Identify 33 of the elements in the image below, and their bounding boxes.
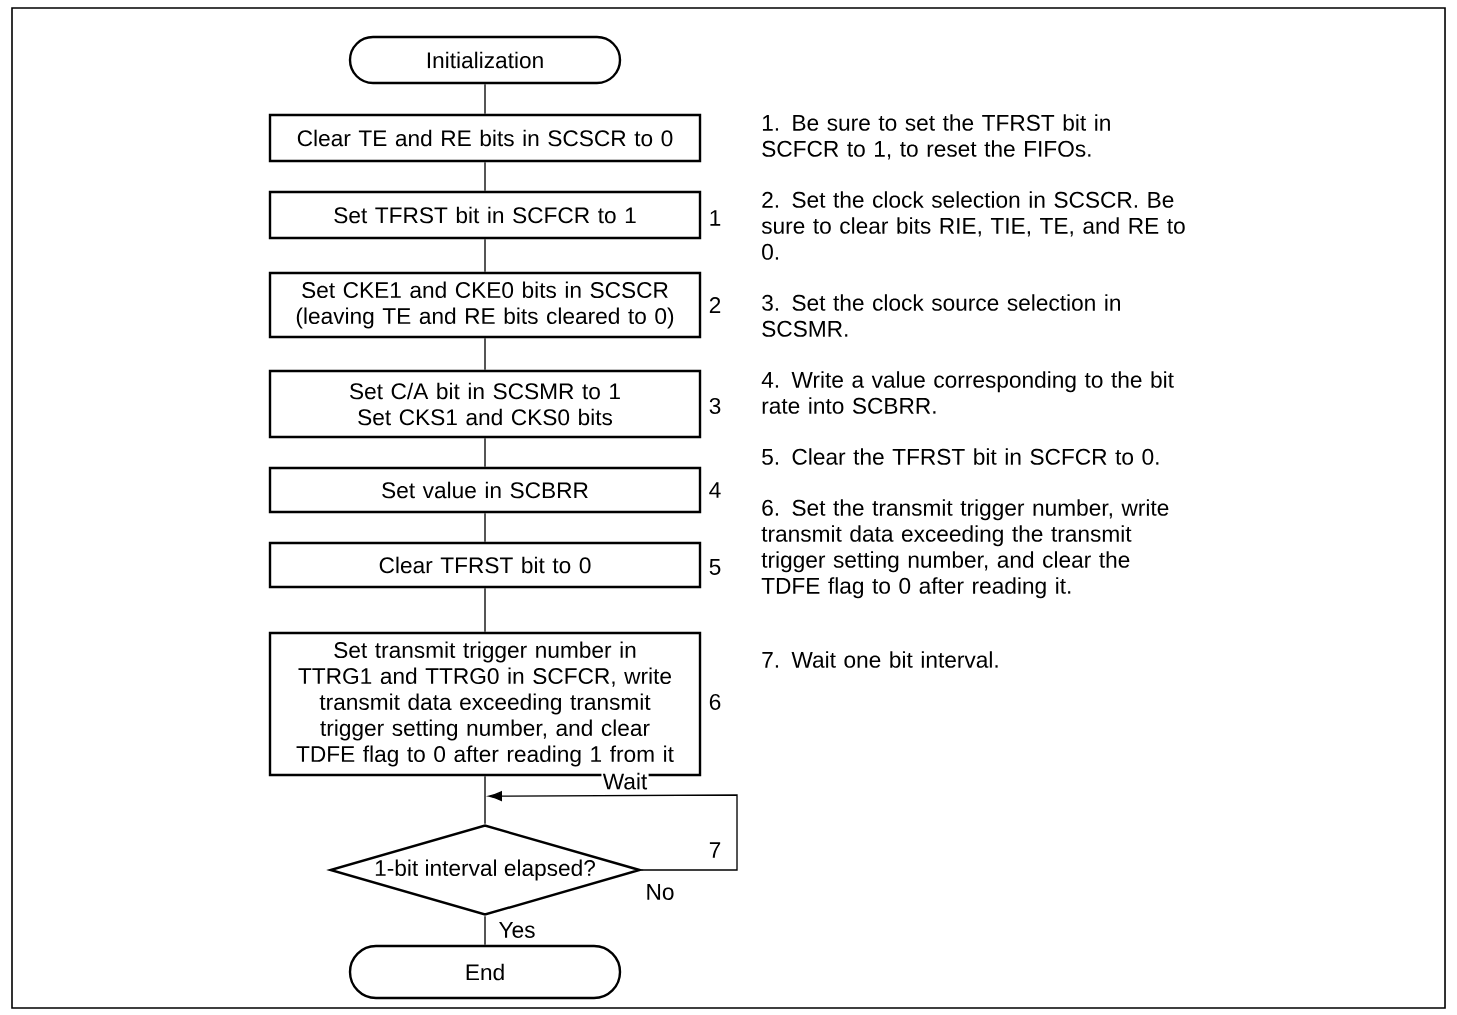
process-box: Set C/A bit in SCSMR to 1 Set CKS1 and CKS0 bits xyxy=(268,369,702,439)
connector xyxy=(484,337,486,371)
connector xyxy=(488,791,738,871)
step-number: 1 xyxy=(710,210,721,226)
step-number: 5 xyxy=(709,559,721,575)
note-text: 4. Write a value corresponding to the bit rate into SCBRR. xyxy=(761,371,1174,414)
note-text: 2. Set the clock selection in SCSCR. Be sure to clear bits RIE, TIE, TE, and RE to 0. xyxy=(761,191,1185,260)
process-box: Clear TE and RE bits in SCSCR to 0 xyxy=(268,113,702,163)
connector xyxy=(484,915,486,946)
connector xyxy=(484,161,486,192)
step-number: 2 xyxy=(709,297,721,313)
note-text: 5. Clear the TFRST bit in SCFCR to 0. xyxy=(762,448,1159,465)
branch-label: No xyxy=(647,884,674,900)
connector xyxy=(484,587,486,633)
connector xyxy=(484,437,486,468)
step-number: 4 xyxy=(709,482,721,498)
connector xyxy=(484,238,486,273)
note-text: 7. Wait one bit interval. xyxy=(762,651,998,668)
process-box: Clear TFRST bit to 0 xyxy=(268,541,702,589)
step-number: 7 xyxy=(709,842,721,858)
connector xyxy=(484,512,486,543)
process-box: Set value in SCBRR xyxy=(268,466,702,514)
step-number: 3 xyxy=(709,398,721,415)
process-box: Set CKE1 and CKE0 bits in SCSCR (leaving TE and RE bits cleared to 0) xyxy=(268,271,702,339)
connector xyxy=(484,83,486,115)
process-box: Set TFRST bit in SCFCR to 1 xyxy=(268,190,702,240)
edge-label: Wait xyxy=(601,771,649,791)
edge-label: Yes xyxy=(497,920,537,940)
connector xyxy=(484,775,486,825)
step-number: 6 xyxy=(709,694,721,711)
note-text: 3. Set the clock source selection in SCSMR. xyxy=(762,294,1120,337)
note-text: 6. Set the transmit trigger number, write transmit data exceeding the transmit trigger setting number, and clear the TDFE flag to 0 after reading it. xyxy=(761,499,1169,599)
note-text: 1. Be sure to set the TFRST bit in SCFCR to 1, to reset the FIFOs. xyxy=(762,114,1110,160)
